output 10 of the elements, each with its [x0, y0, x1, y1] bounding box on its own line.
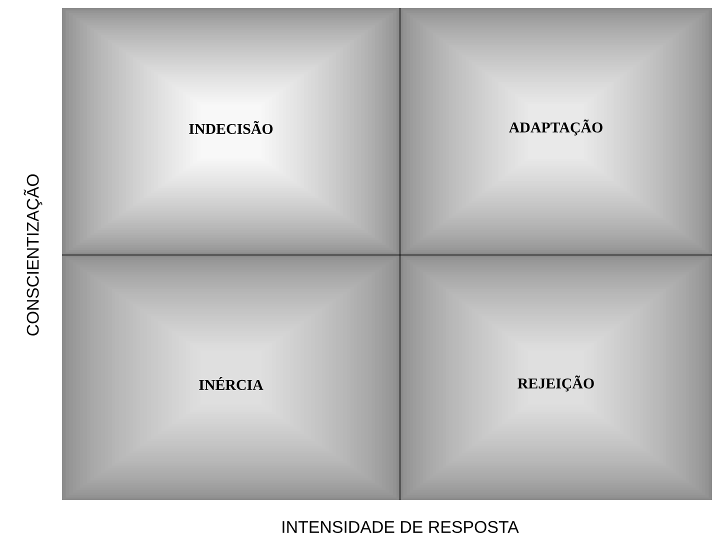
- quadrant-box: INDECISÃO: [62, 8, 400, 255]
- node-label: INDECISÃO: [189, 121, 273, 134]
- node-label: REJEIÇÃO: [518, 376, 594, 392]
- quadrant-box: ADAPTAÇÃO: [400, 8, 712, 255]
- quadrant-box: INÉRCIA: [62, 254, 400, 500]
- node-label: INÉRCIA: [199, 377, 264, 390]
- quadrant-box: REJEIÇÃO: [400, 254, 712, 500]
- node-label: ADAPTAÇÃO: [508, 120, 602, 136]
- axis-label: INTENSIDADE DE RESPOSTA: [282, 520, 519, 533]
- axis-label: CONSCIENTIZAÇÃO: [24, 174, 42, 336]
